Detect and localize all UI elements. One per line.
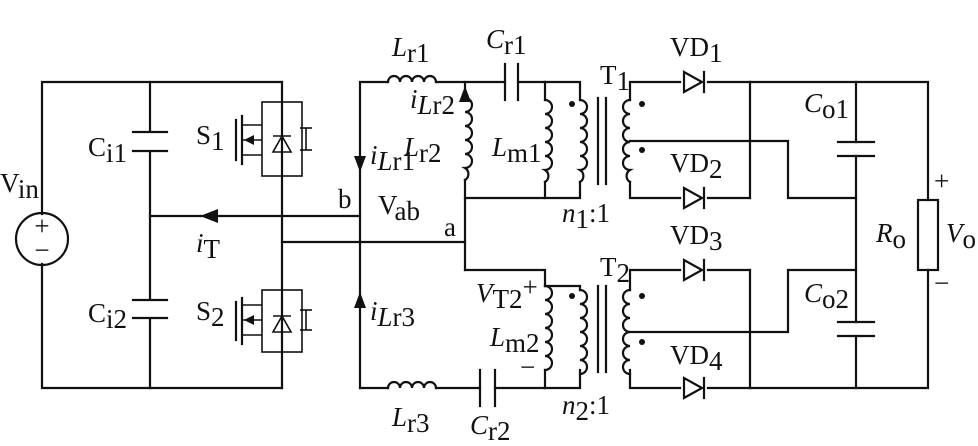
lr2-label: Lr2 xyxy=(403,132,442,168)
cr2-label: Cr2 xyxy=(470,410,511,446)
ilr1-label: iLr1 xyxy=(370,140,415,176)
capacitor-co2 xyxy=(836,320,876,338)
t2-label: T2 xyxy=(600,252,630,288)
it-label: iT xyxy=(196,228,221,264)
ro-label: Ro xyxy=(875,218,906,254)
ilr1-arrow xyxy=(354,156,366,172)
vo-plus-sign: + xyxy=(934,166,949,196)
s1-label: S1 xyxy=(196,120,225,156)
input-voltage-source: + − xyxy=(14,211,70,267)
lm2-label: Lm2 xyxy=(489,322,540,358)
inductor-lr1 xyxy=(386,74,438,84)
inductor-lr3 xyxy=(386,380,438,390)
input-loop-wiring xyxy=(40,80,467,390)
n2-label: n2:1 xyxy=(562,390,610,426)
vt2-minus-sign: − xyxy=(520,352,535,382)
ci1-label: Ci1 xyxy=(88,132,127,168)
capacitor-cr2 xyxy=(478,368,497,408)
node-a-label: a xyxy=(444,212,456,242)
diode-vd1 xyxy=(682,70,706,94)
diode-vd3 xyxy=(682,258,706,282)
lr3-label: Lr3 xyxy=(391,402,430,438)
t1-label: T1 xyxy=(600,60,630,96)
capacitor-ci1 xyxy=(131,130,169,153)
capacitor-cr1 xyxy=(503,62,520,102)
ilr3-arrow xyxy=(354,292,366,308)
vd2-label: VD2 xyxy=(670,148,723,184)
vt2-label: VT2+ xyxy=(476,272,538,314)
cr1-label: Cr1 xyxy=(486,24,527,60)
s2-label: S2 xyxy=(196,296,225,332)
vd4-label: VD4 xyxy=(670,340,723,376)
capacitor-co1 xyxy=(836,140,876,158)
inductor-lr2 xyxy=(461,96,474,182)
inductor-lm1 xyxy=(541,98,554,184)
secondary-wiring xyxy=(628,80,930,390)
diode-vd2 xyxy=(682,186,706,210)
resonant-tank-wiring xyxy=(358,80,547,390)
ilr3-label: iLr3 xyxy=(370,296,415,332)
lr1-label: Lr1 xyxy=(391,32,430,68)
co1-label: Co1 xyxy=(804,88,849,124)
resistor-ro xyxy=(916,198,940,272)
it-arrow xyxy=(200,209,218,223)
vin-label: Vin xyxy=(0,168,39,204)
diode-vd4 xyxy=(682,376,706,400)
switch-s2 xyxy=(234,289,312,353)
source-plus-sign: + xyxy=(34,211,49,241)
ilr2-label: iLr2 xyxy=(410,84,455,120)
n1-label: n1:1 xyxy=(562,198,610,234)
inductor-lm2 xyxy=(543,284,554,372)
ci2-label: Ci2 xyxy=(88,298,127,334)
vd1-label: VD1 xyxy=(670,32,723,68)
vo-label: Vo xyxy=(946,218,976,254)
capacitor-ci2 xyxy=(131,298,169,320)
vo-minus-sign: − xyxy=(934,268,949,298)
switch-s1 xyxy=(234,101,312,177)
vab-label: Vab xyxy=(378,190,420,226)
lm1-label: Lm1 xyxy=(491,132,542,168)
co2-label: Co2 xyxy=(804,278,849,314)
vd3-label: VD3 xyxy=(670,220,723,256)
node-b-label: b xyxy=(338,184,352,214)
source-minus-sign: − xyxy=(34,235,49,265)
